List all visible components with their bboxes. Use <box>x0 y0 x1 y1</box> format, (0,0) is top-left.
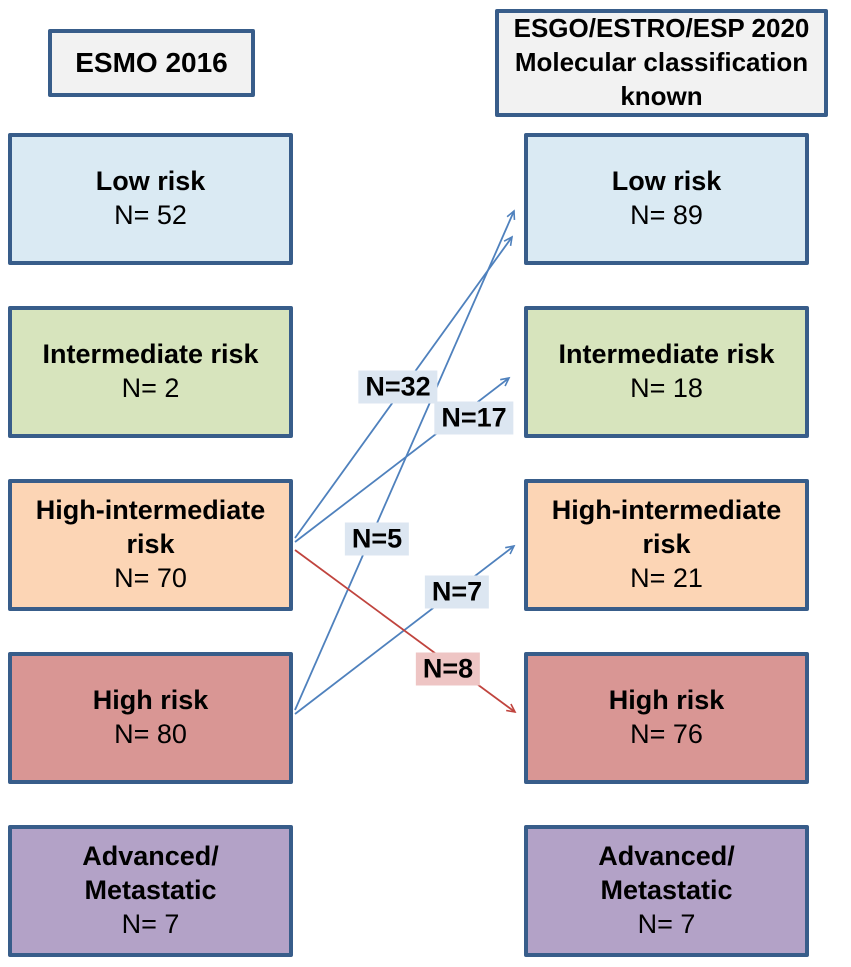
arrow-esmo-high-intermediate-risk-to-esgo-high-risk <box>294 549 517 714</box>
box-count: N= 80 <box>114 719 187 749</box>
column-header-esmo-2016: ESMO 2016 <box>48 29 255 97</box>
box-count: N= 7 <box>121 908 180 939</box>
box-title: High-intermediate risk <box>551 495 782 560</box>
box-count: N= 76 <box>630 719 703 749</box>
box-title: Advanced/ Metastatic <box>82 841 219 906</box>
box-title: Intermediate risk <box>42 339 259 370</box>
box-esgo-high-risk: High risk N= 76 <box>524 652 809 784</box>
box-esmo-high-intermediate-risk: High-intermediate risk N= 70 <box>8 479 293 611</box>
box-count: N= 89 <box>630 200 703 230</box>
box-esgo-advanced-metastatic: Advanced/ Metastatic N= 7 <box>524 825 809 957</box>
column-header-esgo-estro-esp-2020: ESGO/ESTRO/ESP 2020 Molecular classifica… <box>495 9 828 117</box>
box-title: High-intermediate risk <box>35 495 266 560</box>
arrow-count-label-esmo-high-risk-to-esgo-high-intermediate-risk: N=7 <box>424 575 490 609</box>
box-title: Advanced/ Metastatic <box>598 841 735 906</box>
box-count: N= 21 <box>630 562 703 593</box>
arrow-esmo-high-risk-to-esgo-high-intermediate-risk <box>294 544 516 715</box>
arrow-count-label-esmo-high-risk-to-esgo-low-risk: N=5 <box>344 522 410 556</box>
arrow-esmo-high-risk-to-esgo-low-risk <box>294 209 516 711</box>
box-title: High risk <box>608 685 725 716</box>
box-esmo-low-risk: Low risk N= 52 <box>8 133 293 265</box>
box-esgo-intermediate-risk: Intermediate risk N= 18 <box>524 306 809 438</box>
box-esgo-high-intermediate-risk: High-intermediate risk N= 21 <box>524 479 809 611</box>
box-count: N= 70 <box>114 562 187 593</box>
arrow-count-label-esmo-high-intermediate-risk-to-esgo-high-risk: N=8 <box>415 652 481 686</box>
box-title: Low risk <box>611 166 722 197</box>
box-count: N= 7 <box>637 908 696 939</box>
box-count: N= 18 <box>630 373 703 403</box>
box-count: N= 2 <box>121 373 180 403</box>
box-esmo-advanced-metastatic: Advanced/ Metastatic N= 7 <box>8 825 293 957</box>
arrow-count-label-esmo-high-intermediate-risk-to-esgo-intermediate-risk: N=17 <box>434 401 514 435</box>
box-title: Intermediate risk <box>558 339 775 370</box>
arrow-count-label-esmo-high-intermediate-risk-to-esgo-low-risk: N=32 <box>358 370 438 404</box>
box-title: Low risk <box>95 166 206 197</box>
box-title: High risk <box>92 685 209 716</box>
box-esmo-high-risk: High risk N= 80 <box>8 652 293 784</box>
box-esgo-low-risk: Low risk N= 89 <box>524 133 809 265</box>
box-esmo-intermediate-risk: Intermediate risk N= 2 <box>8 306 293 438</box>
box-count: N= 52 <box>114 200 187 230</box>
